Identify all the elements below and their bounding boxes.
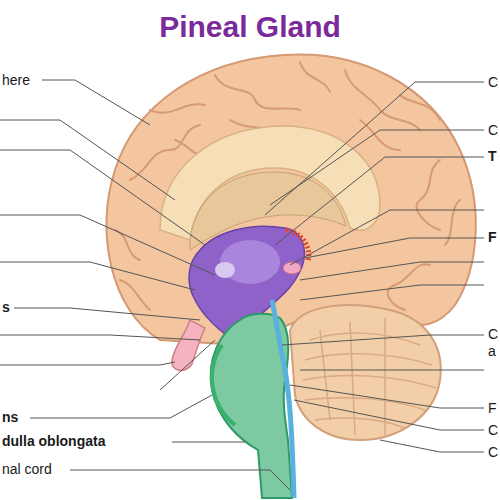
pineal-gland <box>286 230 309 262</box>
part-label: F <box>488 229 497 246</box>
pituitary <box>172 320 205 370</box>
part-label: C a <box>488 326 498 360</box>
cerebellum <box>290 305 441 440</box>
interthalamic-adhesion <box>215 262 235 278</box>
part-label: C <box>488 74 498 91</box>
part-label: ns <box>2 409 18 426</box>
title: Pineal Gland <box>159 10 341 44</box>
part-label: dulla oblongata <box>2 433 105 450</box>
part-label: C <box>488 122 498 139</box>
part-label: here <box>2 72 30 89</box>
ventricle <box>272 300 294 498</box>
part-label: F <box>488 400 497 417</box>
part-label: s <box>2 299 10 316</box>
pons-edge <box>212 345 235 425</box>
leader-lines <box>0 80 484 490</box>
part-label: C <box>488 422 498 439</box>
part-label: C <box>488 444 498 461</box>
thalamus-mass <box>220 240 280 284</box>
cerebrum <box>106 55 475 345</box>
gyri <box>115 62 460 310</box>
part-label: nal cord <box>2 461 52 478</box>
part-label: T <box>488 148 497 165</box>
